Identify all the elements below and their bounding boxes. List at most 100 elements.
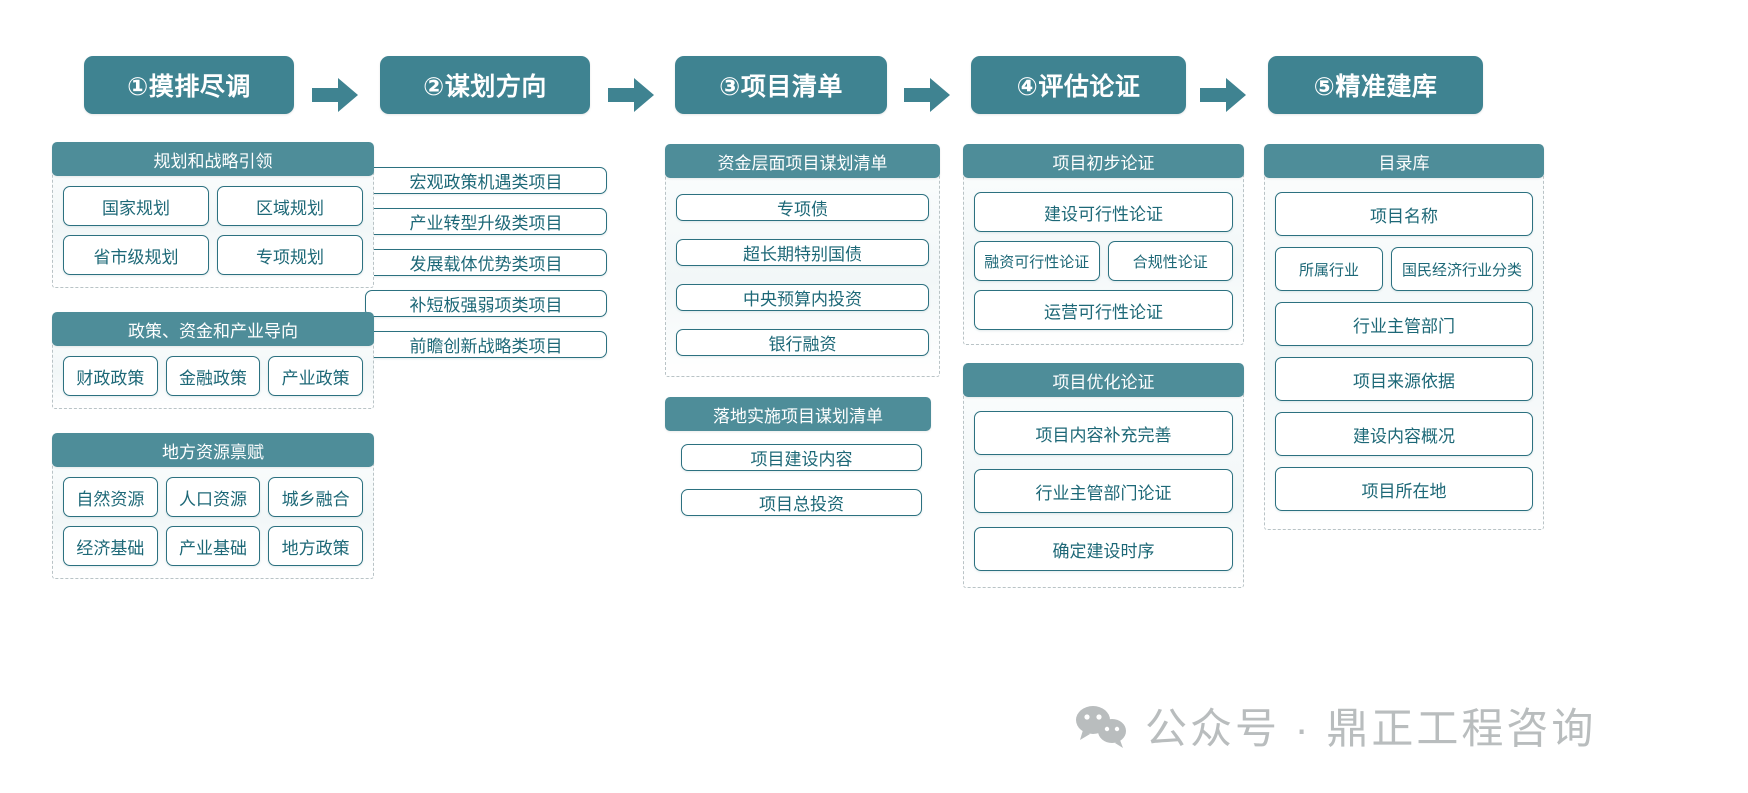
box-row: 项目名称 (1275, 192, 1533, 236)
leaf-box[interactable]: 区域规划 (217, 186, 363, 226)
group-body: 建设可行性论证 融资可行性论证 合规性论证 运营可行性论证 (963, 161, 1244, 345)
group-title: 政策、资金和产业导向 (52, 312, 374, 346)
right-arrow-icon-3 (904, 75, 950, 115)
group-optimization-assessment: 项目优化论证 项目内容补充完善 行业主管部门论证 确定建设时序 (963, 363, 1244, 588)
right-arrow-icon-2 (608, 75, 654, 115)
leaf-box[interactable]: 项目总投资 (681, 489, 922, 516)
right-arrow-icon-4 (1200, 75, 1246, 115)
leaf-box[interactable]: 国民经济行业分类 (1391, 247, 1533, 291)
box-row: 运营可行性论证 (974, 290, 1233, 330)
watermark: 公众号 · 鼎正工程咨询 (1075, 695, 1596, 756)
group-title: 规划和战略引领 (52, 142, 374, 176)
column-5: 目录库 项目名称 所属行业 国民经济行业分类 行业主管部门 项目来源依据 建设内… (1264, 144, 1544, 530)
leaf-box[interactable]: 专项债 (676, 194, 929, 221)
leaf-box[interactable]: 建设内容概况 (1275, 412, 1533, 456)
box-row: 经济基础 产业基础 地方政策 (63, 526, 364, 566)
leaf-box[interactable]: 行业主管部门论证 (974, 469, 1233, 513)
box-row: 项目内容补充完善 (974, 411, 1233, 455)
watermark-text: 公众号 · 鼎正工程咨询 (1145, 705, 1597, 752)
leaf-box[interactable]: 产业政策 (268, 356, 364, 396)
group-body: 项目名称 所属行业 国民经济行业分类 行业主管部门 项目来源依据 建设内容概况 … (1264, 161, 1544, 530)
group-title: 项目优化论证 (963, 363, 1244, 397)
group-body: 国家规划 区域规划 省市级规划 专项规划 (52, 159, 374, 288)
box-row: 行业主管部门 (1275, 302, 1533, 346)
box-row: 建设可行性论证 (974, 192, 1233, 232)
leaf-box[interactable]: 地方政策 (268, 526, 364, 566)
group-title: 项目初步论证 (963, 144, 1244, 178)
leaf-box[interactable]: 产业基础 (165, 526, 261, 566)
group-catalog-library: 目录库 项目名称 所属行业 国民经济行业分类 行业主管部门 项目来源依据 建设内… (1264, 144, 1544, 530)
leaf-box[interactable]: 财政政策 (63, 356, 158, 396)
group-implementation-list: 落地实施项目谋划清单 项目建设内容 项目总投资 (665, 397, 940, 528)
leaf-box[interactable]: 确定建设时序 (974, 527, 1233, 571)
box-row: 项目来源依据 (1275, 357, 1533, 401)
stage-header-3-label: ③项目清单 (719, 73, 843, 101)
stage-header-5[interactable]: ⑤精准建库 (1268, 56, 1483, 114)
leaf-box[interactable]: 国家规划 (63, 186, 209, 226)
leaf-box[interactable]: 中央预算内投资 (676, 284, 929, 311)
leaf-box[interactable]: 建设可行性论证 (974, 192, 1233, 232)
group-body: 项目建设内容 项目总投资 (665, 414, 940, 528)
stage-header-2-label: ②谋划方向 (423, 73, 547, 101)
leaf-box[interactable]: 宏观政策机遇类项目 (365, 167, 607, 194)
box-row: 财政政策 金融政策 产业政策 (63, 356, 364, 396)
group-body: 自然资源 人口资源 城乡融合 经济基础 产业基础 地方政策 (52, 450, 374, 579)
box-row: 项目所在地 (1275, 467, 1533, 511)
group-title: 资金层面项目谋划清单 (665, 144, 940, 178)
box-row: 省市级规划 专项规划 (63, 235, 363, 275)
leaf-box[interactable]: 项目名称 (1275, 192, 1533, 236)
column-2: 宏观政策机遇类项目 产业转型升级类项目 发展载体优势类项目 补短板强弱项类项目 … (365, 167, 607, 358)
leaf-box[interactable]: 经济基础 (63, 526, 158, 566)
leaf-box[interactable]: 人口资源 (165, 477, 261, 517)
group-funding-level-list: 资金层面项目谋划清单 专项债 超长期特别国债 中央预算内投资 银行融资 (665, 144, 940, 377)
stage-header-2[interactable]: ②谋划方向 (380, 56, 590, 114)
leaf-box[interactable]: 项目建设内容 (681, 444, 922, 471)
leaf-box[interactable]: 运营可行性论证 (974, 290, 1233, 330)
leaf-box[interactable]: 补短板强弱项类项目 (365, 290, 607, 317)
leaf-box[interactable]: 专项规划 (217, 235, 363, 275)
right-arrow-icon-1 (312, 75, 358, 115)
group-planning-strategy: 规划和战略引领 国家规划 区域规划 省市级规划 专项规划 (52, 142, 374, 288)
column-1: 规划和战略引领 国家规划 区域规划 省市级规划 专项规划 政策、资金和产业导向 … (52, 142, 374, 579)
leaf-box[interactable]: 项目来源依据 (1275, 357, 1533, 401)
leaf-box[interactable]: 超长期特别国债 (676, 239, 929, 266)
leaf-box[interactable]: 产业转型升级类项目 (365, 208, 607, 235)
group-body: 项目内容补充完善 行业主管部门论证 确定建设时序 (963, 380, 1244, 588)
box-row: 确定建设时序 (974, 527, 1233, 571)
group-local-resources: 地方资源禀赋 自然资源 人口资源 城乡融合 经济基础 产业基础 地方政策 (52, 433, 374, 579)
box-row: 行业主管部门论证 (974, 469, 1233, 513)
stage-header-4-label: ④评估论证 (1016, 73, 1141, 101)
leaf-box[interactable]: 银行融资 (676, 329, 929, 356)
box-row: 建设内容概况 (1275, 412, 1533, 456)
stage-header-1-label: ①摸排尽调 (127, 73, 251, 101)
leaf-box[interactable]: 项目所在地 (1275, 467, 1533, 511)
group-title: 地方资源禀赋 (52, 433, 374, 467)
box-row: 所属行业 国民经济行业分类 (1275, 247, 1533, 291)
stage-header-3[interactable]: ③项目清单 (675, 56, 887, 114)
stage-header-5-label: ⑤精准建库 (1313, 73, 1438, 101)
column-4: 项目初步论证 建设可行性论证 融资可行性论证 合规性论证 运营可行性论证 项目优… (963, 144, 1244, 588)
stage-header-1[interactable]: ①摸排尽调 (84, 56, 294, 114)
leaf-box[interactable]: 项目内容补充完善 (974, 411, 1233, 455)
leaf-box[interactable]: 融资可行性论证 (974, 241, 1100, 281)
leaf-box[interactable]: 自然资源 (63, 477, 158, 517)
group-body: 专项债 超长期特别国债 中央预算内投资 银行融资 (665, 161, 940, 377)
leaf-box[interactable]: 行业主管部门 (1275, 302, 1533, 346)
column-3: 资金层面项目谋划清单 专项债 超长期特别国债 中央预算内投资 银行融资 落地实施… (665, 144, 940, 528)
group-policy-funding-industry: 政策、资金和产业导向 财政政策 金融政策 产业政策 (52, 312, 374, 409)
leaf-box[interactable]: 金融政策 (165, 356, 261, 396)
box-row: 融资可行性论证 合规性论证 (974, 241, 1233, 281)
leaf-box[interactable]: 所属行业 (1275, 247, 1383, 291)
leaf-box[interactable]: 合规性论证 (1107, 241, 1233, 281)
box-row: 自然资源 人口资源 城乡融合 (63, 477, 364, 517)
leaf-box[interactable]: 前瞻创新战略类项目 (365, 331, 607, 358)
box-row: 国家规划 区域规划 (63, 186, 363, 226)
group-title: 目录库 (1264, 144, 1544, 178)
leaf-box[interactable]: 发展载体优势类项目 (365, 249, 607, 276)
stage-header-4[interactable]: ④评估论证 (971, 56, 1186, 114)
group-preliminary-assessment: 项目初步论证 建设可行性论证 融资可行性论证 合规性论证 运营可行性论证 (963, 144, 1244, 345)
leaf-box[interactable]: 省市级规划 (63, 235, 209, 275)
leaf-box[interactable]: 城乡融合 (268, 477, 364, 517)
group-title: 落地实施项目谋划清单 (665, 397, 931, 431)
